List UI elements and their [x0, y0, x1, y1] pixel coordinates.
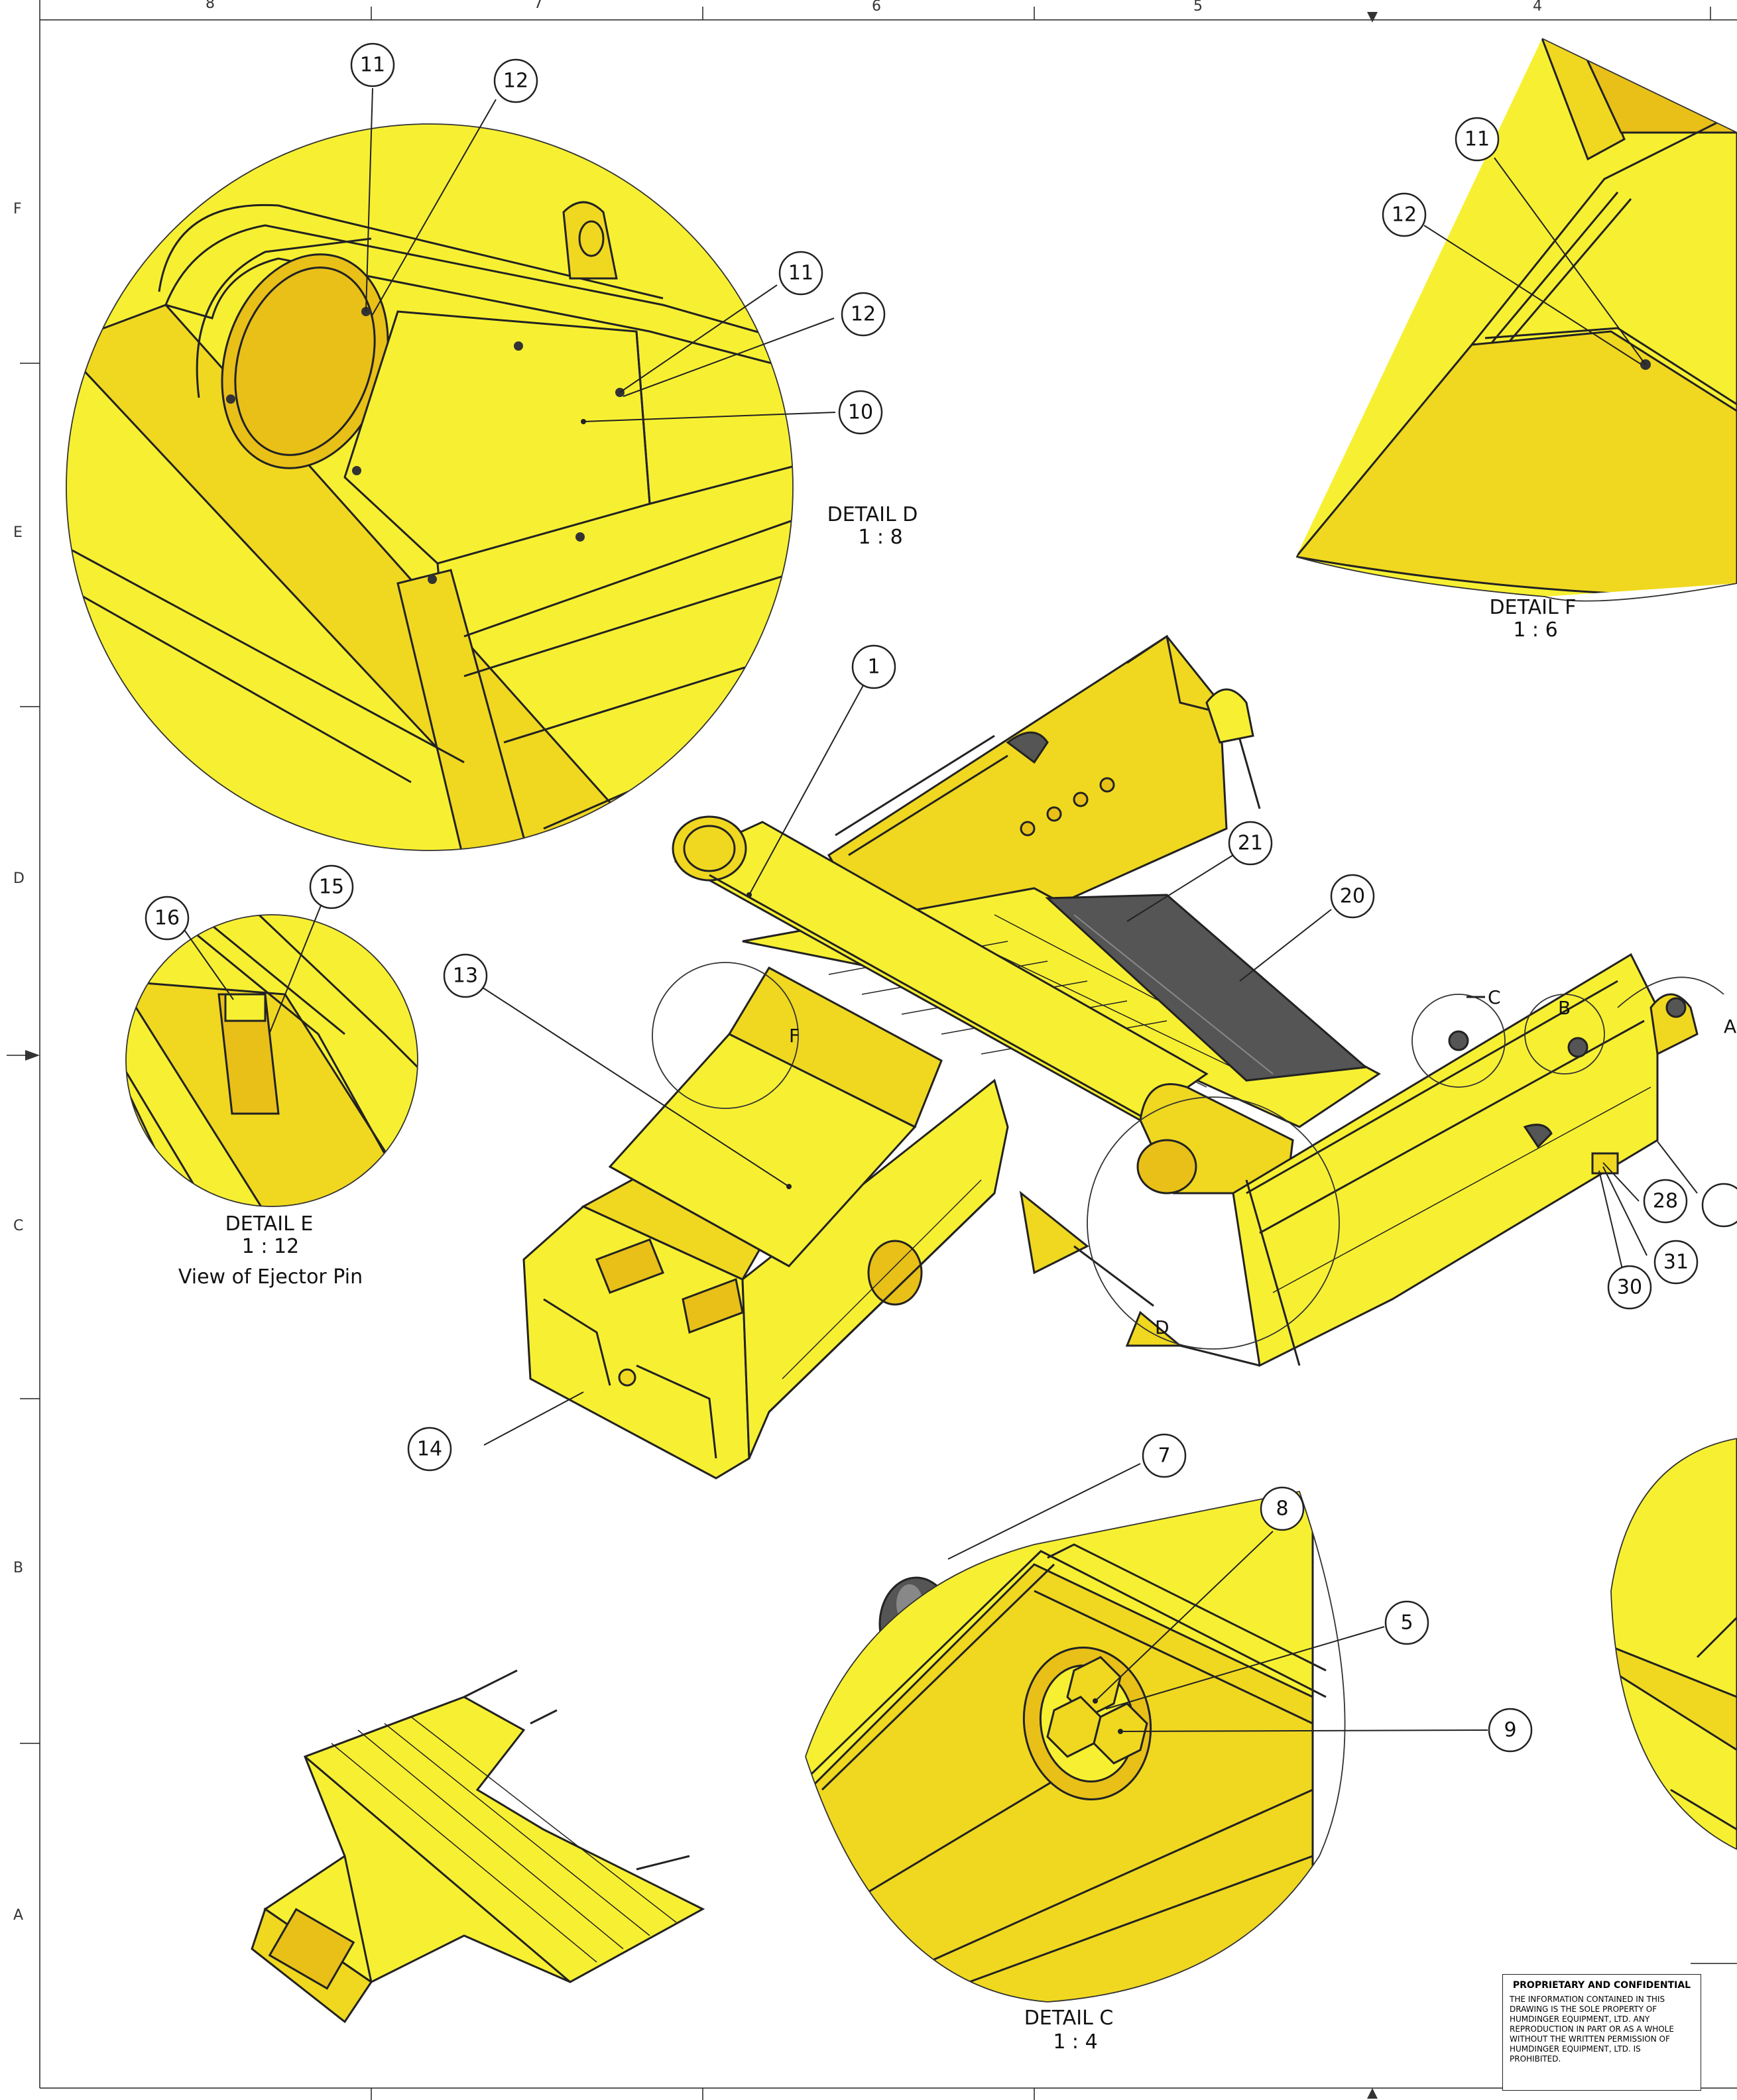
svg-text:11: 11: [360, 54, 385, 77]
svg-text:5: 5: [1400, 1611, 1413, 1635]
detail-c-balloons: 7 8 5 9: [947, 1433, 1533, 1753]
svg-text:10: 10: [848, 401, 873, 424]
detail-e-view: [125, 914, 418, 1207]
svg-text:9: 9: [1504, 1719, 1516, 1742]
detail-f-callout-circle: [652, 962, 799, 1109]
callout-letter-c: C: [1488, 986, 1501, 1008]
detail-e-scale: 1 : 12: [242, 1235, 299, 1258]
zone-top-8: 8: [206, 0, 215, 12]
zone-top-4: 4: [1533, 0, 1542, 15]
detail-a-callout-arc: [1617, 976, 1724, 1008]
zone-left-f: F: [13, 201, 22, 217]
balloon-main-28: 28: [1643, 1179, 1688, 1224]
proprietary-notice: PROPRIETARY AND CONFIDENTIAL THE INFORMA…: [1502, 1974, 1701, 2091]
svg-text:31: 31: [1663, 1251, 1689, 1274]
balloon-f-12: 12: [1382, 192, 1427, 237]
balloon-c-9: 9: [1488, 1708, 1533, 1753]
main-view-callout-letters: C B A F D: [789, 986, 1736, 1338]
svg-text:12: 12: [851, 303, 876, 326]
balloon-main-cut-off: [1701, 1183, 1737, 1228]
svg-text:28: 28: [1653, 1190, 1678, 1213]
center-mark-bottom-icon: [1367, 2088, 1378, 2099]
detail-c-callout-circle: [1411, 994, 1506, 1088]
proprietary-notice-title: PROPRIETARY AND CONFIDENTIAL: [1512, 1980, 1691, 1991]
zone-top-7: 7: [534, 0, 543, 12]
callout-letter-f: F: [789, 1025, 800, 1047]
detail-d-name: DETAIL D: [827, 503, 918, 526]
main-view-balloons: 1 21 20 13 14 28 31 30: [407, 644, 1737, 1472]
zone-top-6: 6: [872, 0, 881, 15]
callout-letter-a: A: [1724, 1016, 1736, 1037]
detail-c-name: DETAIL C: [1024, 2007, 1114, 2030]
detail-f-balloons: 11 12: [1382, 117, 1646, 365]
proprietary-notice-body: THE INFORMATION CONTAINED IN THIS DRAWIN…: [1510, 1995, 1674, 2064]
balloon-main-14: 14: [407, 1427, 452, 1472]
callout-letter-b: B: [1558, 997, 1571, 1019]
detail-c-label: DETAIL C 1 : 4: [1024, 2007, 1114, 2054]
svg-text:15: 15: [319, 876, 344, 899]
svg-text:8: 8: [1276, 1497, 1288, 1521]
balloon-main-31: 31: [1653, 1240, 1699, 1285]
zone-left-d: D: [13, 870, 25, 887]
balloon-e-16: 16: [145, 896, 190, 941]
balloon-c-5: 5: [1384, 1600, 1429, 1645]
center-mark-left-icon: [25, 1050, 40, 1061]
svg-text:12: 12: [503, 70, 528, 93]
svg-text:14: 14: [417, 1438, 442, 1461]
zone-left-b: B: [13, 1560, 23, 1576]
detail-f-scale: 1 : 6: [1513, 618, 1557, 642]
balloon-main-1: 1: [851, 644, 896, 689]
svg-text:1: 1: [867, 656, 880, 679]
balloon-e-15: 15: [309, 864, 354, 909]
detail-d-label: DETAIL D 1 : 8: [827, 503, 918, 549]
svg-text:30: 30: [1617, 1276, 1642, 1299]
detail-d-callout-circle: [1087, 1096, 1340, 1350]
balloon-main-13: 13: [443, 953, 488, 998]
detail-d-balloons: 11 12 11 12 10: [350, 42, 886, 435]
detail-e-balloons: 16 15: [145, 864, 354, 1035]
balloon-d-12: 12: [493, 58, 538, 103]
balloon-main-20: 20: [1330, 874, 1375, 919]
svg-text:7: 7: [1158, 1444, 1170, 1468]
balloon-c-8: 8: [1260, 1486, 1305, 1531]
zone-labels: 8 7 6 5 4 F E D C B A: [13, 0, 1542, 1924]
detail-c-view: [805, 1490, 1346, 2003]
zone-left-a: A: [13, 1907, 23, 1924]
callout-letter-d: D: [1155, 1316, 1169, 1338]
detail-c-scale: 1 : 4: [1053, 2030, 1097, 2054]
svg-text:16: 16: [154, 907, 180, 930]
small-isometric-view: [251, 1669, 705, 2024]
detail-d-view: [66, 123, 794, 851]
svg-text:20: 20: [1340, 885, 1365, 908]
svg-text:11: 11: [788, 262, 813, 285]
zone-left-e: E: [13, 524, 23, 541]
svg-text:13: 13: [453, 964, 478, 988]
detail-e-label: DETAIL E 1 : 12 View of Ejector Pin: [178, 1212, 363, 1289]
main-isometric-view: [522, 634, 1724, 1480]
detail-f-name: DETAIL F: [1490, 596, 1577, 619]
balloon-main-21: 21: [1228, 821, 1273, 866]
balloon-main-30: 30: [1607, 1265, 1652, 1310]
balloon-c-7: 7: [1142, 1433, 1187, 1478]
detail-b-callout-circle: [1524, 994, 1605, 1075]
detail-e-caption: View of Ejector Pin: [178, 1265, 363, 1289]
center-mark-top-icon: [1367, 12, 1378, 23]
svg-text:11: 11: [1465, 128, 1490, 151]
detail-f-view: [1295, 38, 1737, 602]
balloon-d-12b: 12: [841, 292, 886, 337]
zone-left-c: C: [13, 1218, 23, 1234]
balloon-d-11b: 11: [778, 251, 823, 296]
detail-f-label: DETAIL F 1 : 6: [1490, 596, 1577, 642]
svg-text:21: 21: [1238, 832, 1263, 855]
right-edge-partial-detail: [1610, 1438, 1737, 1850]
balloon-d-10: 10: [838, 390, 883, 435]
balloon-d-11: 11: [350, 42, 395, 88]
sheet-border: [7, 0, 1737, 2100]
detail-e-name: DETAIL E: [225, 1212, 314, 1236]
zone-top-5: 5: [1193, 0, 1203, 15]
detail-d-scale: 1 : 8: [858, 526, 902, 549]
balloon-f-11: 11: [1455, 117, 1500, 162]
svg-text:12: 12: [1392, 204, 1417, 227]
